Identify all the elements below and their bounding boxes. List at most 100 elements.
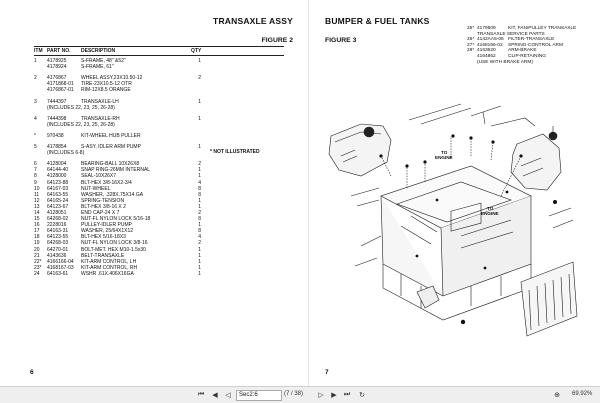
cell-qty bbox=[191, 105, 201, 111]
cell-itm bbox=[34, 105, 47, 111]
cell-desc: NUT-FL NYLON LOCK 3/8-16 bbox=[81, 240, 148, 247]
cell-qty: 1 bbox=[198, 144, 201, 151]
cell-part: 64144-40 bbox=[47, 167, 69, 174]
header-qty: QTY bbox=[191, 48, 202, 54]
cell-desc: SPRING-TENSION bbox=[81, 197, 125, 204]
cell-qty bbox=[191, 133, 201, 139]
cell-part: 4176867 bbox=[47, 75, 67, 82]
bracket bbox=[416, 285, 440, 309]
cell-qty: 2 bbox=[198, 240, 201, 247]
cell-itm: 12 bbox=[34, 197, 40, 204]
cell-desc: KIT-ARM CONTROL, RH bbox=[81, 264, 138, 271]
zoom-icon: ⊕ bbox=[554, 392, 560, 399]
cell-itm: 27* bbox=[467, 42, 475, 48]
cell-desc: END CAP-24 X 7 bbox=[81, 209, 120, 216]
cell-part: 4171868-01 bbox=[47, 81, 74, 88]
cell-qty: 1 bbox=[198, 98, 201, 105]
cell-part: 4164862 bbox=[477, 53, 496, 59]
cell-itm: 15 bbox=[34, 216, 40, 223]
cell-itm: 4 bbox=[34, 115, 37, 122]
cell-qty: 1 bbox=[198, 167, 201, 174]
cell-desc: FILTER-TRANSAXLE bbox=[508, 37, 555, 43]
back-icon: ◁ bbox=[225, 392, 231, 399]
cell-part: 4168166-02 bbox=[477, 42, 503, 48]
cell-qty: 8 bbox=[198, 216, 201, 223]
cell-part: 4143636 bbox=[47, 252, 67, 259]
cell-part: 64268-02 bbox=[47, 216, 69, 223]
first-page-button[interactable]: ⏮ bbox=[196, 390, 206, 400]
cell-desc: RIM-12X8.5 ORANGE bbox=[81, 87, 131, 94]
cell-desc: KIT-ARM CONTROL, LH bbox=[81, 258, 137, 265]
cell-part: 2228016 bbox=[47, 222, 67, 229]
page-number: 6 bbox=[30, 369, 34, 376]
bolt-icon bbox=[415, 254, 419, 258]
previous-page-button[interactable]: ◀ bbox=[210, 390, 220, 400]
cell-itm: 2 bbox=[34, 75, 37, 82]
cell-part: 4128051 bbox=[47, 209, 67, 216]
cell-itm bbox=[467, 60, 477, 66]
cell-part: 64163-31 bbox=[47, 228, 69, 235]
cell-part: 4166166-04 bbox=[47, 258, 74, 265]
cell-desc: S-FRAME, 61" bbox=[81, 64, 114, 71]
cell-qty: 4 bbox=[198, 234, 201, 241]
page-left: TRANSAXLE ASSY FIGURE 2 ITM PART NO. DES… bbox=[20, 0, 305, 386]
cell-part: 64123-55 bbox=[47, 234, 69, 241]
zoom-level[interactable]: 69.92% bbox=[572, 391, 593, 397]
cell-desc: NUT-WHEEL bbox=[81, 185, 111, 192]
cell-desc: WHEEL ASSY,23X10.50-12 bbox=[81, 75, 143, 82]
cell-itm: 18 bbox=[34, 234, 40, 241]
exploded-parts-diagram: TO ENGINE TO ENGINE bbox=[328, 103, 578, 337]
cell-qty: 1 bbox=[198, 258, 201, 265]
cell-qty: 4 bbox=[198, 179, 201, 186]
cell-desc: BLT-HEX 3/8-16 X 2 bbox=[81, 203, 126, 210]
cell-itm: 26* bbox=[467, 37, 475, 43]
forward-button[interactable]: ▷ bbox=[316, 390, 326, 400]
bolt-icon bbox=[505, 190, 509, 194]
cell-desc: WSHR .61X.406X16GA bbox=[81, 270, 134, 277]
cell-part: (USE WITH BRAKE ARM) bbox=[477, 59, 533, 65]
last-page-button[interactable]: ⏭ bbox=[342, 390, 352, 400]
cell-desc: PULLEY-IDLER PUMP bbox=[81, 222, 132, 229]
to-engine-label-right: TO ENGINE bbox=[481, 206, 499, 216]
cell-desc: KIT-WHEEL HUB PULLER bbox=[81, 132, 141, 139]
next-page-icon: ▶ bbox=[331, 392, 337, 399]
back-button[interactable]: ◁ bbox=[223, 390, 233, 400]
cell-itm: 11 bbox=[34, 191, 40, 198]
right-fuel-tank bbox=[510, 133, 562, 191]
cell-part: (INCLUDES 6-8) bbox=[47, 150, 85, 157]
cell-qty: 1 bbox=[198, 246, 201, 253]
jump-next-button[interactable]: ↻ bbox=[357, 390, 367, 400]
cell-desc: SEAL-10X26X7 bbox=[81, 173, 117, 180]
cell-part: 4128004 bbox=[47, 161, 67, 168]
cell-itm: 8 bbox=[34, 173, 37, 180]
cell-itm bbox=[34, 150, 47, 156]
washer-icon bbox=[553, 200, 557, 204]
cell-part: 4179509 bbox=[477, 26, 496, 31]
cell-qty: 2 bbox=[198, 75, 201, 82]
cell-itm: 23* bbox=[34, 264, 42, 271]
forward-icon: ▷ bbox=[318, 392, 324, 399]
cell-part: 4128000 bbox=[47, 173, 67, 180]
cell-desc: KIT, FAN/PULLEY TRANSAXLE bbox=[508, 26, 577, 31]
page-number-input[interactable]: Sec2:6 bbox=[236, 389, 282, 401]
cell-itm: 25* bbox=[467, 26, 475, 31]
next-page-button[interactable]: ▶ bbox=[329, 390, 339, 400]
cell-qty: 1 bbox=[198, 197, 201, 204]
last-page-icon: ⏭ bbox=[343, 391, 351, 398]
zoom-menu-button[interactable]: ⊕ bbox=[552, 390, 562, 400]
cell-itm: 28* bbox=[467, 48, 475, 54]
rear-bumper bbox=[520, 261, 578, 337]
cell-desc bbox=[81, 122, 191, 128]
cell-desc: S-FRAME, 48" &52" bbox=[81, 58, 126, 65]
